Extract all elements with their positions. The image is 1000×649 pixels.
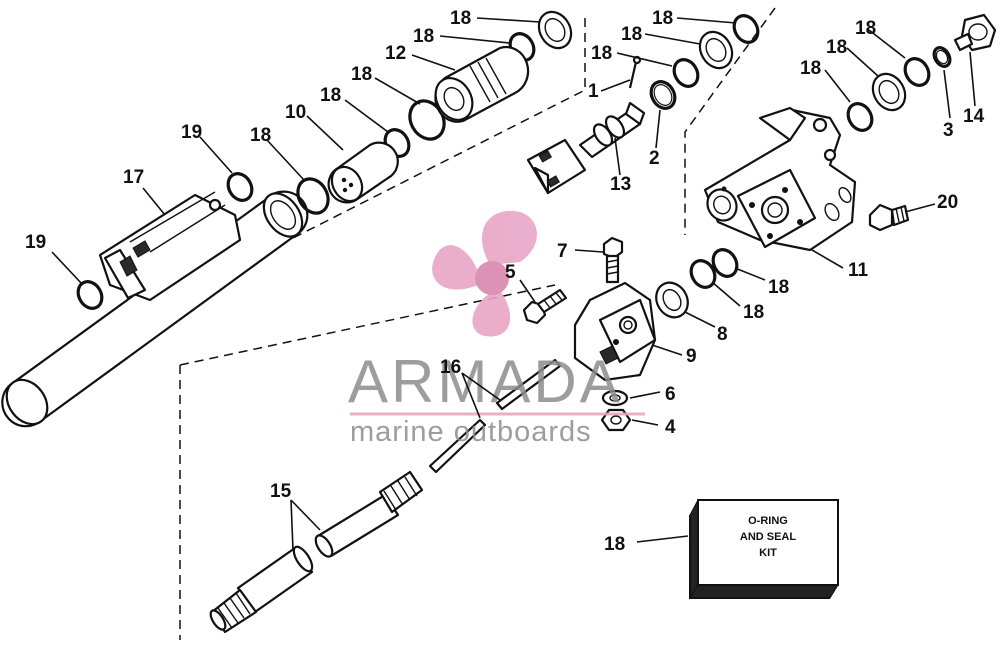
shafts bbox=[209, 470, 424, 634]
watermark-brand: ARMADA bbox=[348, 348, 623, 415]
callout-11: 11 bbox=[848, 260, 869, 281]
callout-9: 9 bbox=[686, 346, 697, 367]
o-rings bbox=[76, 14, 952, 310]
callout-8: 8 bbox=[717, 324, 728, 345]
push-rods bbox=[428, 358, 562, 474]
watermark: ARMADA marine outboards bbox=[348, 210, 645, 448]
callout-16: 16 bbox=[440, 357, 461, 378]
propeller-logo-icon bbox=[432, 210, 537, 337]
callout-18: 18 bbox=[621, 24, 642, 45]
callout-7: 7 bbox=[557, 241, 568, 262]
cylinder-head bbox=[434, 46, 530, 123]
leader-lines bbox=[51, 17, 976, 551]
kit-label-line-2: AND SEAL bbox=[740, 531, 797, 543]
cylinder-tube bbox=[1, 190, 309, 428]
seal-kit-box: O-RING AND SEAL KIT bbox=[689, 499, 839, 600]
piston-rod-clevis bbox=[526, 101, 646, 195]
callout-14: 14 bbox=[963, 106, 985, 127]
kit-label-line-1: O-RING bbox=[748, 515, 788, 527]
callout-18: 18 bbox=[604, 534, 625, 555]
callout-12: 12 bbox=[385, 43, 406, 64]
piston bbox=[327, 141, 399, 204]
callout-6: 6 bbox=[665, 384, 676, 405]
callout-18: 18 bbox=[250, 125, 271, 146]
bleed-screw bbox=[953, 13, 997, 52]
bolt-5 bbox=[522, 288, 568, 325]
callout-15: 15 bbox=[270, 481, 292, 502]
cylinder-bracket bbox=[98, 191, 242, 302]
callout-4: 4 bbox=[665, 417, 676, 438]
callout-19: 19 bbox=[181, 122, 202, 143]
callout-numbers: 18 18 12 18 18 10 18 19 17 19 18 18 18 1… bbox=[25, 8, 985, 555]
callout-18: 18 bbox=[320, 85, 341, 106]
callout-18: 18 bbox=[351, 64, 372, 85]
callout-18: 18 bbox=[768, 277, 789, 298]
callout-18: 18 bbox=[855, 18, 876, 39]
valve-body bbox=[703, 106, 857, 252]
callout-3: 3 bbox=[943, 120, 954, 141]
callout-13: 13 bbox=[610, 174, 631, 195]
watermark-tagline: marine outboards bbox=[350, 416, 592, 448]
callout-18: 18 bbox=[413, 26, 434, 47]
mount-bracket bbox=[573, 281, 657, 382]
callout-19: 19 bbox=[25, 232, 46, 253]
callout-18: 18 bbox=[450, 8, 471, 29]
callout-5: 5 bbox=[505, 262, 516, 283]
washer-and-nut bbox=[600, 389, 632, 432]
callout-18: 18 bbox=[652, 8, 673, 29]
callout-1: 1 bbox=[588, 81, 599, 102]
callout-18: 18 bbox=[826, 37, 847, 58]
callout-17: 17 bbox=[123, 167, 144, 188]
callout-18: 18 bbox=[800, 58, 821, 79]
kit-label-line-3: KIT bbox=[759, 547, 777, 559]
callout-10: 10 bbox=[285, 102, 306, 123]
seals-and-bushings bbox=[537, 10, 907, 319]
callout-18: 18 bbox=[591, 43, 612, 64]
callout-18: 18 bbox=[743, 302, 764, 323]
hydraulic-fitting bbox=[868, 203, 910, 232]
bolt-7 bbox=[602, 236, 624, 284]
callout-20: 20 bbox=[937, 192, 958, 213]
cotter-pin bbox=[628, 55, 642, 89]
callout-2: 2 bbox=[649, 148, 660, 169]
